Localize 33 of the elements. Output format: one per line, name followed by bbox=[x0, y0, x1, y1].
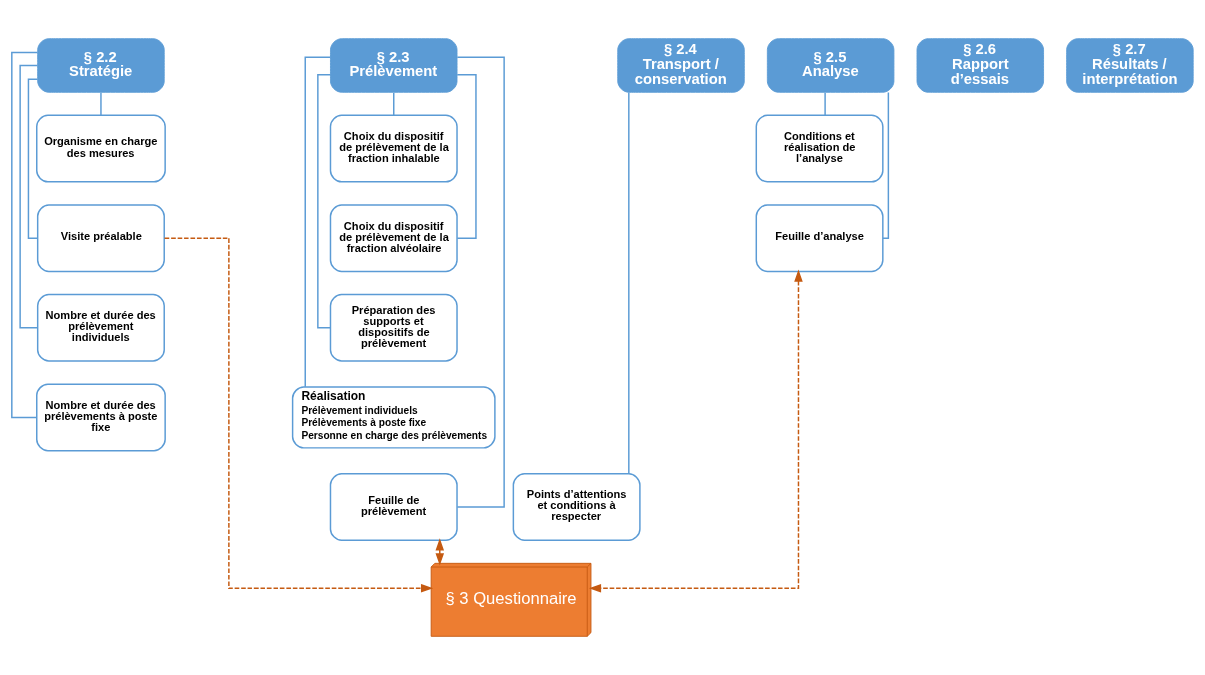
connector bbox=[100, 91, 102, 116]
node-box: Feuille de prélèvement bbox=[329, 473, 458, 541]
node-box: § 2.4 Transport / conservation bbox=[617, 38, 745, 93]
node-box: Préparation des supports et dispositifs de prélèvement bbox=[329, 293, 458, 362]
node-box: Nombre et durée des prélèvement individuels bbox=[36, 293, 165, 362]
node-box: Conditions et réalisation de l’analyse bbox=[755, 114, 884, 183]
connector bbox=[19, 64, 39, 329]
node-box: Organisme en charge des mesures bbox=[36, 114, 166, 183]
node-box: § 2.6 Rapport d’essais bbox=[916, 38, 1044, 93]
connector bbox=[456, 56, 505, 508]
node-box: Réalisation Prélèvement individuels Prélèvements à poste fixe Personne en charge des prélèvements bbox=[291, 386, 496, 449]
connector bbox=[393, 91, 395, 116]
node-box: Nombre et durée des prélèvements à poste fixe bbox=[36, 383, 166, 452]
connector bbox=[628, 91, 630, 475]
node-box: § 2.2 Stratégie bbox=[37, 38, 165, 93]
node-box: Choix du dispositif de prélèvement de la fraction alvéolaire bbox=[329, 204, 458, 273]
connector bbox=[882, 91, 890, 239]
node-box: § 2.7 Résultats / interprétation bbox=[1066, 38, 1194, 93]
arrow bbox=[163, 237, 434, 593]
node-box: Feuille d’analyse bbox=[755, 204, 884, 273]
arrow bbox=[588, 269, 803, 593]
connector bbox=[11, 51, 39, 419]
connector bbox=[27, 78, 39, 239]
arrow bbox=[435, 538, 445, 566]
node-box: § 2.5 Analyse bbox=[766, 38, 895, 93]
node-box: Points d’attentions et conditions à respecter bbox=[512, 473, 641, 541]
connector bbox=[456, 74, 477, 239]
node-box: Visite préalable bbox=[36, 204, 165, 273]
node-box: § 2.3 Prélèvement bbox=[330, 38, 458, 93]
node-box: Choix du dispositif de prélèvement de la fraction inhalable bbox=[329, 114, 458, 183]
connector bbox=[317, 74, 332, 329]
connector bbox=[824, 91, 826, 116]
connector bbox=[304, 56, 332, 388]
